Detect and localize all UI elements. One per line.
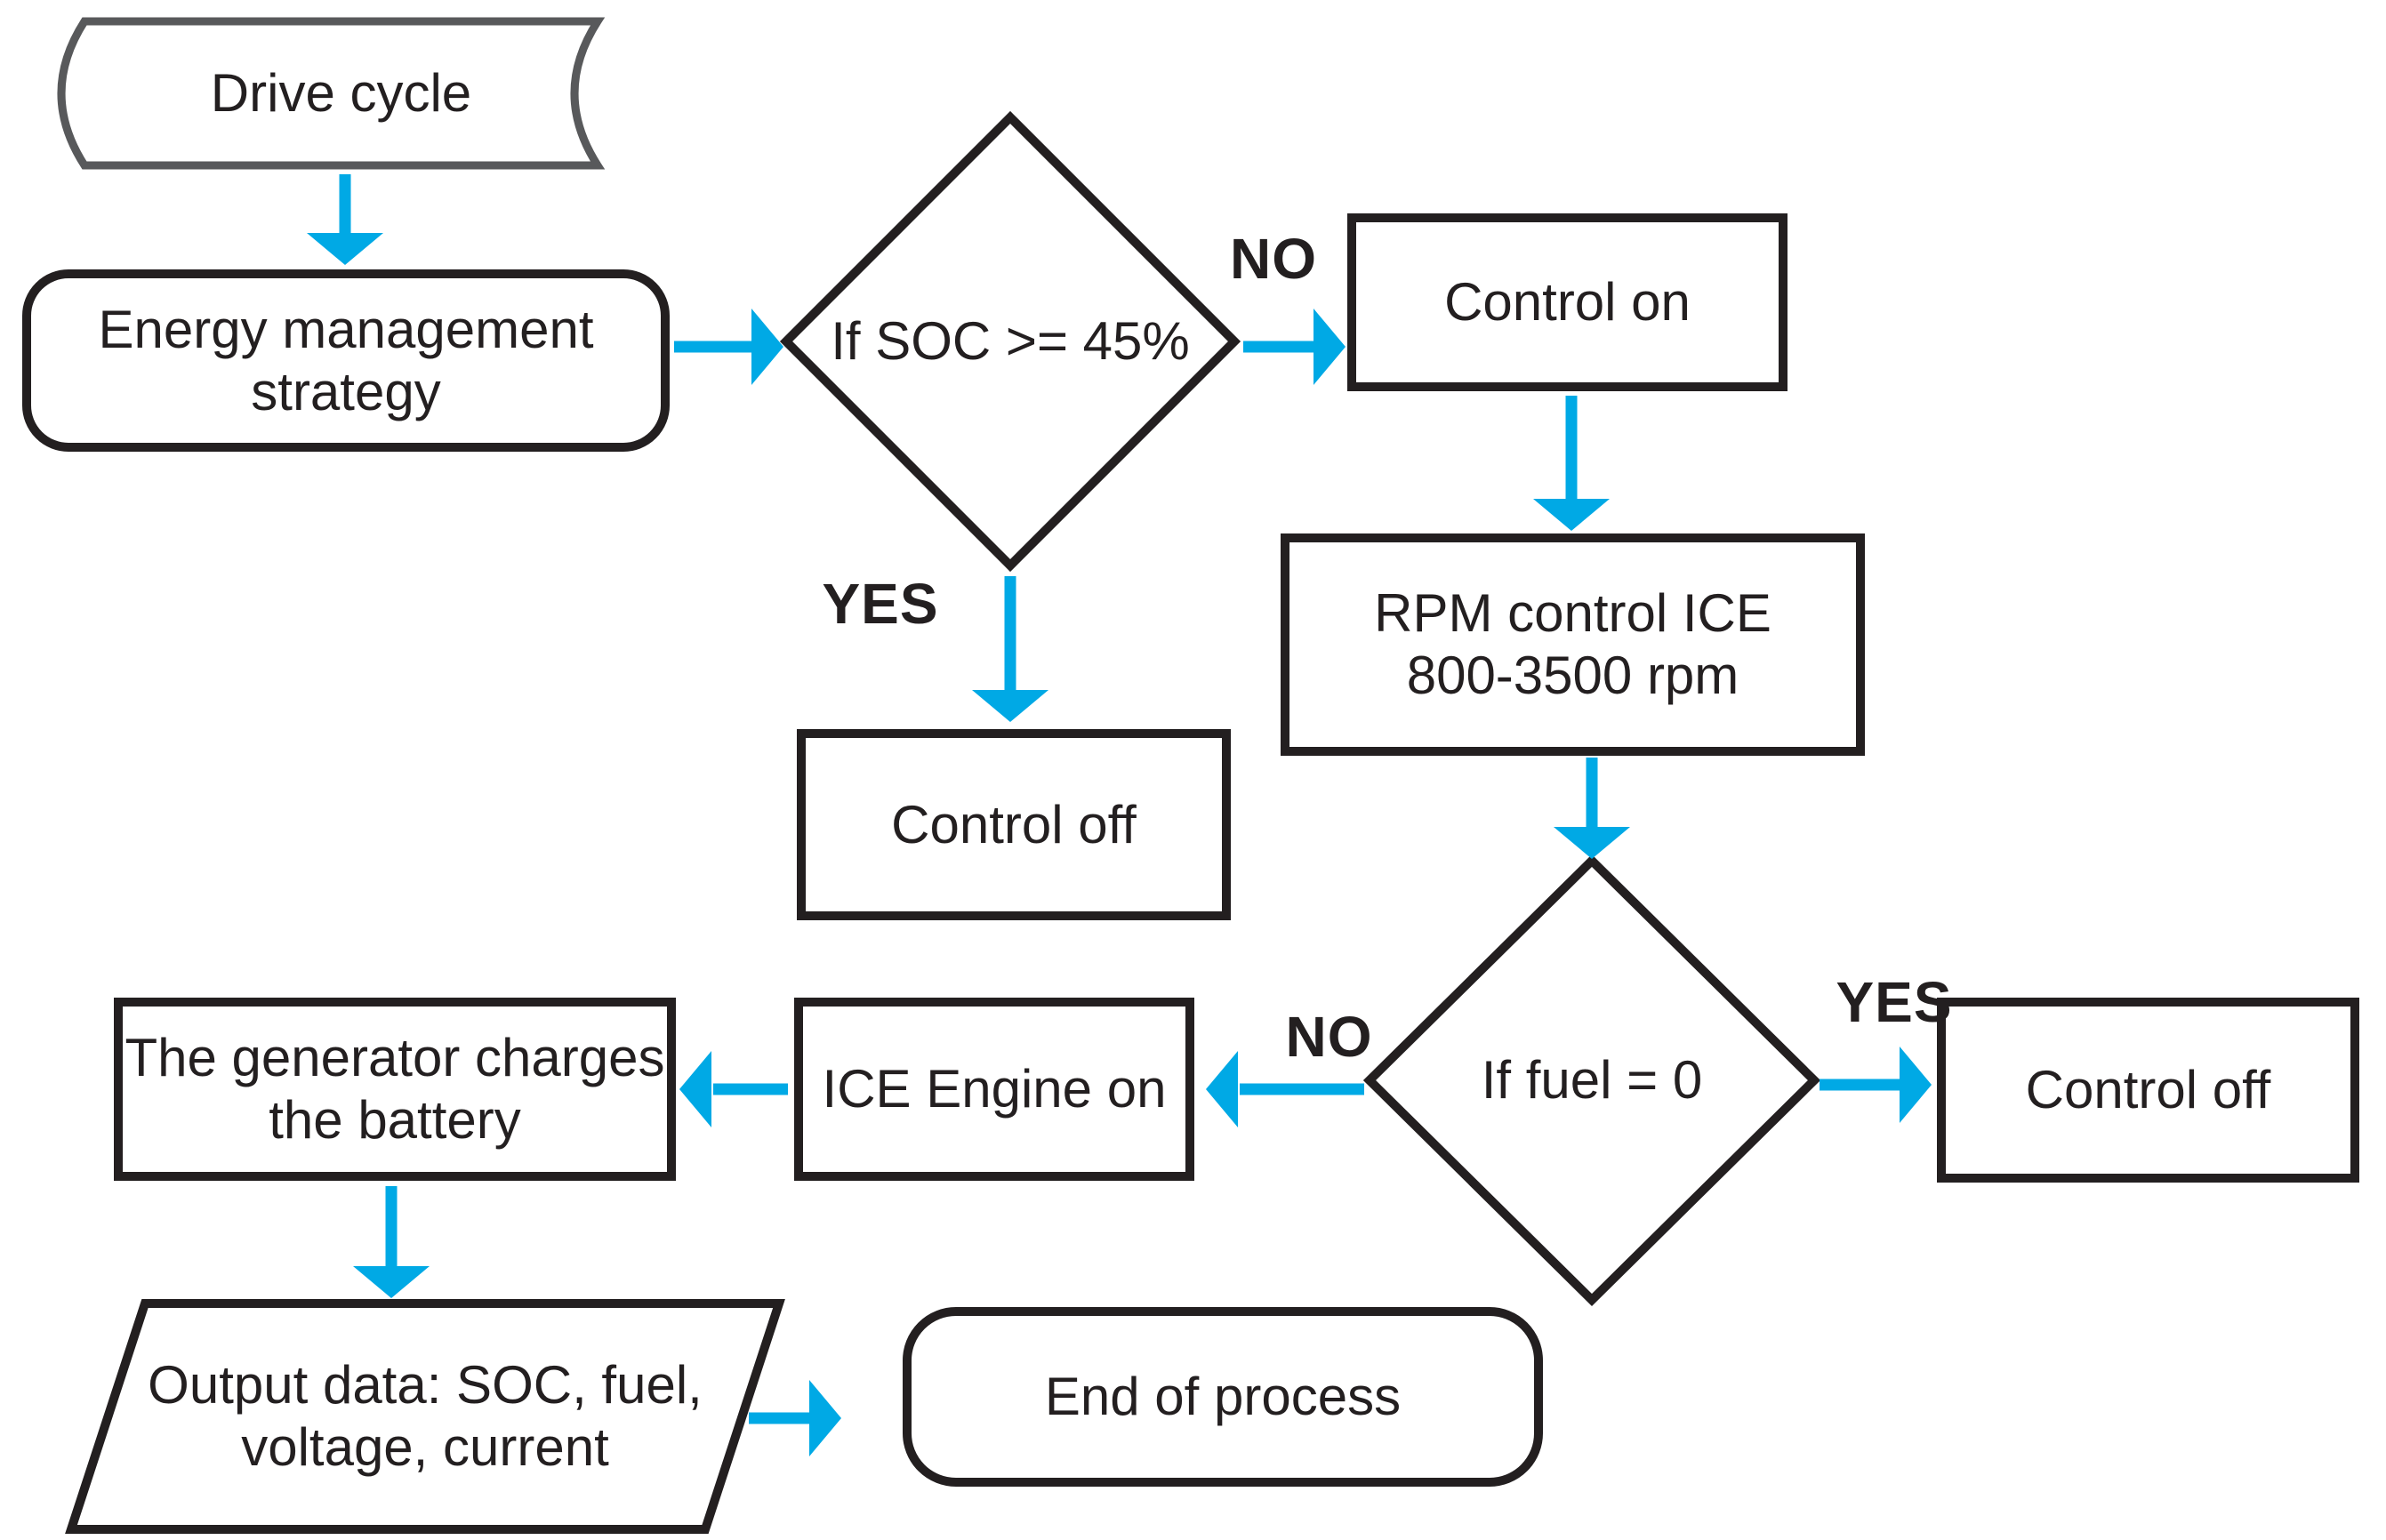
arrow-generator-to-output-data bbox=[353, 1186, 430, 1298]
arrow-rpm-control-to-fuel-check bbox=[1554, 758, 1630, 859]
node-control-on: Control on bbox=[1347, 213, 1787, 391]
branch-label-soc-no: NO bbox=[1230, 227, 1317, 291]
arrow-ice-engine-to-generator bbox=[679, 1051, 788, 1127]
arrow-drive-cycle-to-energy-management bbox=[307, 174, 383, 265]
node-rpm-control-ice: RPM control ICE 800-3500 rpm bbox=[1281, 533, 1865, 756]
arrow-soc-check-to-control-off bbox=[972, 576, 1048, 722]
node-energy-management-strategy: Energy management strategy bbox=[22, 269, 670, 452]
branch-label-fuel-yes: YES bbox=[1836, 970, 1953, 1034]
node-end-of-process: End of process bbox=[903, 1307, 1543, 1487]
arrow-output-data-to-end bbox=[749, 1380, 841, 1456]
node-control-off-soc: Control off bbox=[797, 729, 1231, 920]
fuel-decision-diamond-shape bbox=[1362, 854, 1821, 1307]
node-generator-charges-battery: The generator charges the battery bbox=[114, 998, 676, 1181]
arrow-soc-check-to-control-on bbox=[1243, 309, 1346, 385]
arrow-energy-management-to-soc-check bbox=[674, 309, 783, 385]
drive-cycle-shape bbox=[57, 17, 606, 170]
arrow-fuel-check-to-control-off bbox=[1820, 1047, 1932, 1123]
branch-label-fuel-no: NO bbox=[1285, 1005, 1373, 1069]
branch-label-soc-yes: YES bbox=[822, 572, 939, 636]
node-control-off-fuel: Control off bbox=[1937, 998, 2359, 1183]
output-data-parallelogram-shape bbox=[65, 1299, 785, 1534]
arrow-fuel-check-to-ice-engine bbox=[1206, 1051, 1364, 1127]
arrow-control-on-to-rpm-control bbox=[1533, 396, 1610, 531]
soc-decision-diamond-shape bbox=[779, 110, 1241, 573]
node-ice-engine-on: ICE Engine on bbox=[794, 998, 1194, 1181]
